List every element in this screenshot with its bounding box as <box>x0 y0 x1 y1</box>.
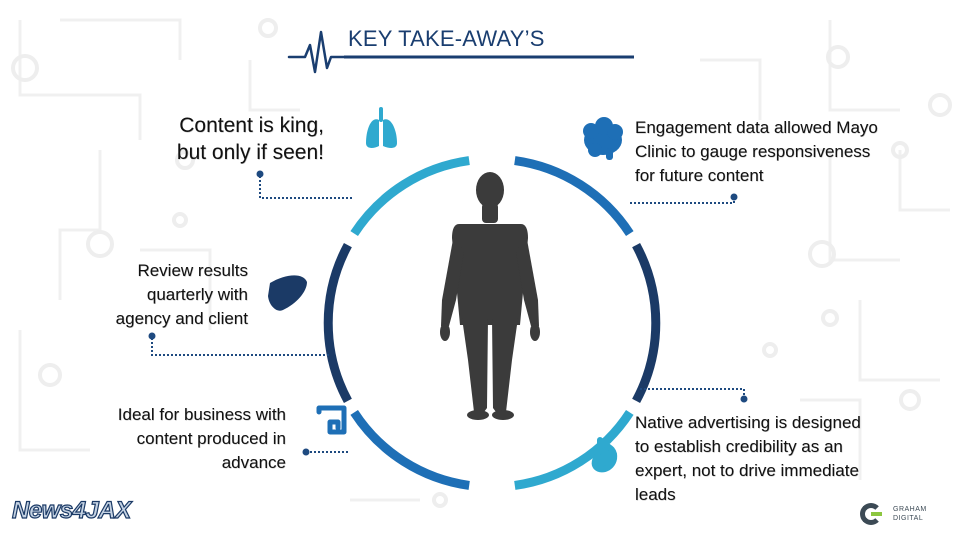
point-top-right-line-2: Clinic to gauge responsiveness <box>635 142 871 161</box>
point-top-left: Content is king, but only if seen! <box>110 112 324 166</box>
progress-ring <box>323 156 661 490</box>
lungs-icon <box>366 107 397 148</box>
graham-digital-logo: GRAHAM DIGITAL <box>860 502 940 532</box>
liver-icon <box>268 275 307 311</box>
point-top-right-line-3: for future content <box>635 166 764 185</box>
point-top-right: Engagement data allowed Mayo Clinic to g… <box>635 116 955 188</box>
connector-dots <box>148 170 748 456</box>
slide-title: KEY TAKE-AWAY’S <box>348 26 545 51</box>
point-mid-left-line-3: agency and client <box>115 309 248 328</box>
heartbeat-icon <box>287 30 346 74</box>
human-body-icon <box>440 172 540 420</box>
point-bottom-left-line-3: advance <box>221 453 286 472</box>
brain-icon <box>583 117 623 160</box>
point-bottom-left-line-1: Ideal for business with <box>117 405 286 424</box>
news4jax-logo: News4JAX <box>11 496 131 524</box>
point-top-left-line-2: but only if seen! <box>176 141 324 164</box>
point-bottom-left-line-2: content produced in <box>136 429 286 448</box>
point-bottom-left: Ideal for business with content produced… <box>40 403 286 475</box>
point-mid-left: Review results quarterly with agency and… <box>40 259 248 331</box>
graham-logo-bar <box>871 512 882 516</box>
point-top-right-line-1: Engagement data allowed Mayo <box>635 118 878 137</box>
stomach-icon <box>591 437 618 473</box>
point-bottom-right: Native advertising is designed to establ… <box>635 411 955 507</box>
intestine-icon <box>316 405 347 435</box>
point-bottom-right-line-4: leads <box>635 485 676 504</box>
point-top-left-line-1: Content is king, <box>179 114 324 137</box>
point-mid-left-line-2: quarterly with <box>146 285 248 304</box>
graham-logo-text-1: GRAHAM <box>893 506 927 513</box>
point-mid-left-line-1: Review results <box>137 261 248 280</box>
point-bottom-right-line-3: expert, not to drive immediate <box>635 461 859 480</box>
point-bottom-right-line-1: Native advertising is designed <box>635 413 861 432</box>
point-bottom-right-line-2: to establish credibility as an <box>635 437 843 456</box>
graham-logo-text-2: DIGITAL <box>893 515 924 522</box>
graham-logo-mark-icon <box>860 503 882 525</box>
